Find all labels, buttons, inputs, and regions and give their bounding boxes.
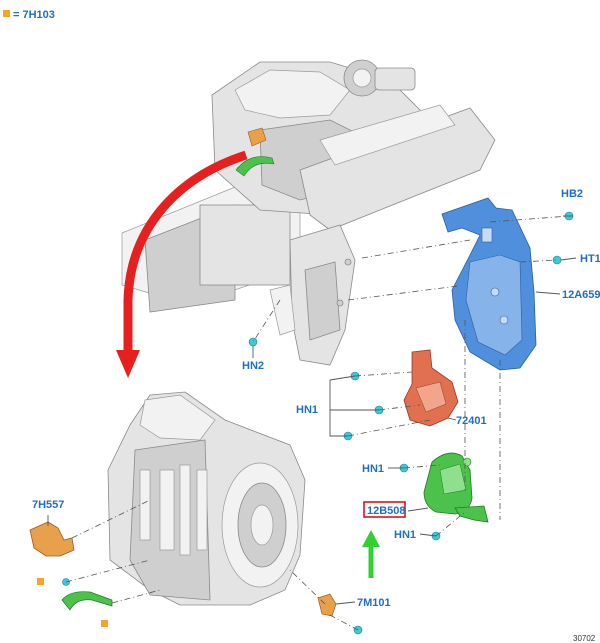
up-arrow-icon <box>362 530 380 578</box>
legend: = 7H103 <box>3 9 55 21</box>
label-hn1-bottom: HN1 <box>394 529 416 541</box>
part-7h557 <box>29 521 75 557</box>
label-hb2: HB2 <box>561 188 583 200</box>
part-labels: HB2 HT1 12A659 HN2 HN1 72401 HN1 12B508 … <box>32 188 600 643</box>
label-7h557: 7H557 <box>32 499 64 511</box>
square-swatch-icon <box>3 10 10 17</box>
part-12b508 <box>423 452 489 523</box>
curved-arrow-icon <box>116 150 248 378</box>
label-12a659: 12A659 <box>562 289 600 301</box>
part-7h103 <box>37 578 113 627</box>
bracket-12a659 <box>441 197 537 371</box>
label-hn1-top: HN1 <box>296 404 318 416</box>
leader-lines <box>47 215 577 631</box>
label-72401: 72401 <box>456 415 487 427</box>
label-12b508: 12B508 <box>367 505 406 517</box>
highlight-box <box>363 501 406 518</box>
label-7m101: 7M101 <box>357 597 391 609</box>
lower-transmission-illustration <box>107 391 306 606</box>
label-hn2: HN2 <box>242 360 264 372</box>
label-ht1: HT1 <box>580 253 600 265</box>
legend-text: = 7H103 <box>13 9 55 21</box>
part-72401 <box>403 349 459 427</box>
part-7m101 <box>317 593 337 617</box>
label-hn1-mid: HN1 <box>362 463 384 475</box>
upper-assembly-illustration <box>121 59 496 366</box>
reference-number: 30702 <box>573 634 596 643</box>
